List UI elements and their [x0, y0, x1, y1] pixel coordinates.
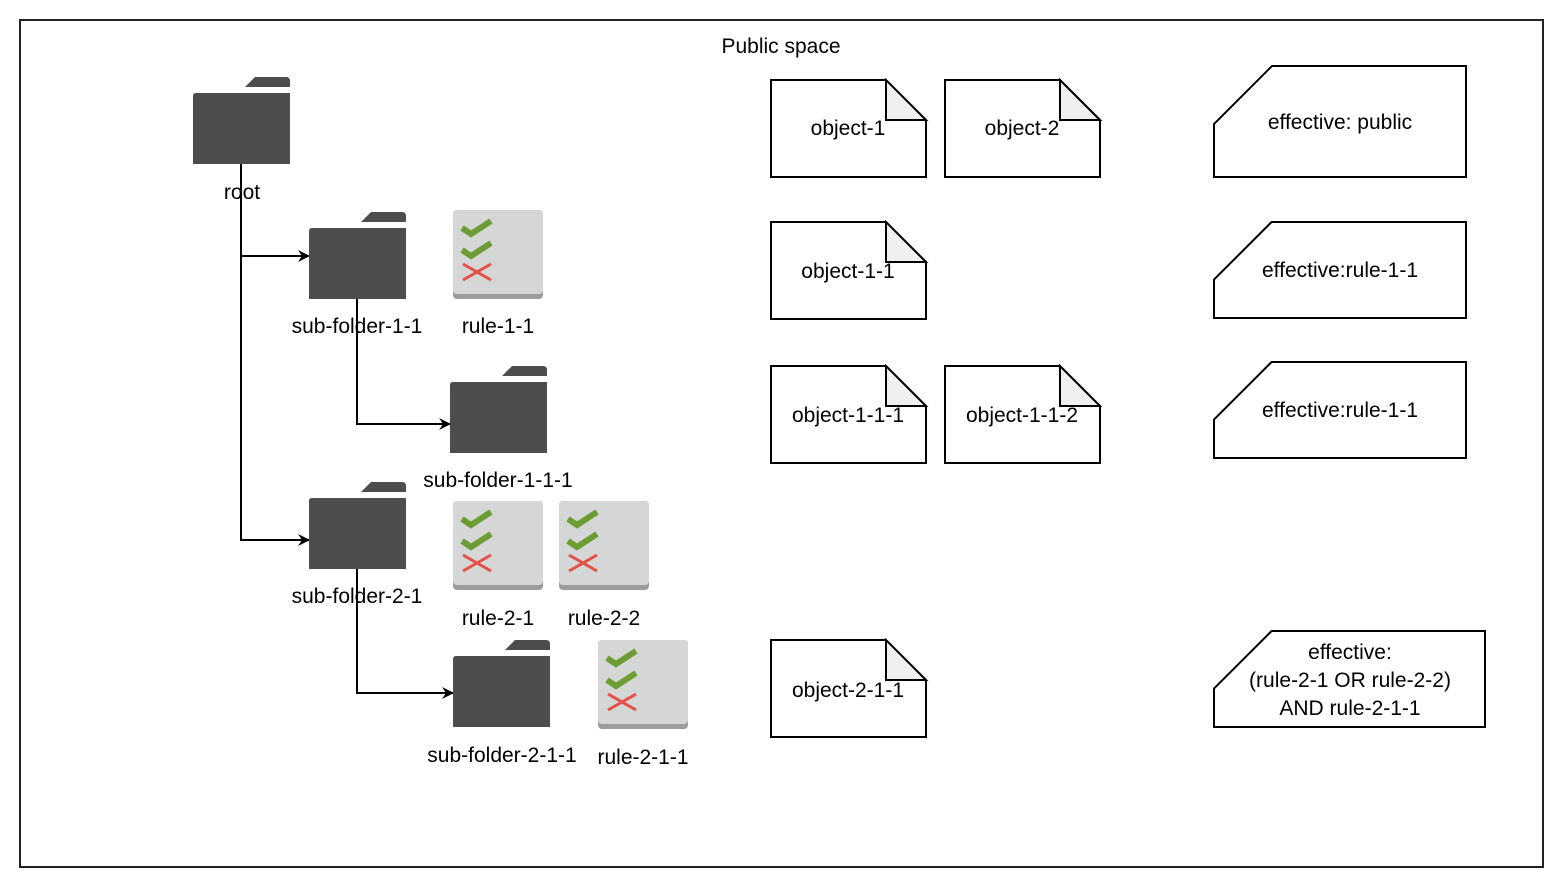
rule-checklist-icon — [453, 210, 543, 299]
object-note-shape — [770, 77, 929, 178]
effective-label: effective:rule-1-1 — [1261, 399, 1419, 422]
effective-line: AND rule-2-1-1 — [1279, 697, 1421, 720]
effective-card-shape — [1213, 630, 1486, 728]
object-note-shape — [944, 363, 1103, 464]
object-note-shape — [770, 219, 929, 320]
rule-label-rule-2-2: rule-2-2 — [567, 607, 641, 630]
folded-corner — [885, 363, 929, 407]
object-label: object-1-1-1 — [791, 404, 905, 427]
rule-checklist-icon — [453, 501, 543, 590]
effective-label-multiline: effective: (rule-2-1 OR rule-2-2) AND ru… — [1249, 639, 1451, 723]
check-icon — [605, 648, 638, 668]
check-icon — [566, 531, 599, 551]
effective-line: effective: — [1308, 641, 1392, 664]
effective-card-shape — [1213, 221, 1467, 319]
rule-label-rule-2-1-1: rule-2-1-1 — [597, 746, 689, 769]
edge-root-to-sub-folder-2-1 — [240, 164, 310, 546]
edge-sub-folder-2-1-to-sub-folder-2-1-1 — [356, 569, 454, 699]
object-label: object-2-1-1 — [791, 679, 905, 702]
effective-card-shape — [1213, 65, 1467, 178]
folded-corner — [885, 219, 929, 263]
rules-layer — [453, 210, 688, 729]
rule-checklist-icon — [559, 501, 649, 590]
check-icon — [460, 531, 493, 551]
cross-icon — [462, 553, 492, 573]
cross-icon — [568, 553, 598, 573]
effective-line: (rule-2-1 OR rule-2-2) — [1249, 669, 1451, 692]
diagram-title: Public space — [721, 35, 841, 58]
effective-label: effective: public — [1267, 111, 1413, 134]
rule-label-rule-1-1: rule-1-1 — [461, 315, 535, 338]
tree-edges — [240, 164, 454, 699]
cross-icon — [462, 262, 492, 282]
folded-corner — [885, 77, 929, 121]
object-label: object-1-1 — [801, 260, 895, 283]
folder-label-sub-folder-2-1-1: sub-folder-2-1-1 — [427, 744, 577, 767]
folder-label-sub-folder-1-1: sub-folder-1-1 — [291, 315, 423, 338]
objects-layer — [770, 77, 1103, 738]
object-note-shape — [770, 363, 929, 464]
effective-layer — [1213, 65, 1486, 728]
cross-icon — [607, 692, 637, 712]
folder-label-root: root — [223, 181, 261, 204]
edge-root-to-sub-folder-1-1 — [240, 164, 310, 262]
effective-card-shape — [1213, 361, 1467, 459]
folded-corner — [1059, 77, 1103, 121]
check-icon — [460, 240, 493, 260]
object-label: object-1 — [810, 117, 886, 140]
folder-icon — [309, 482, 406, 569]
folder-icon — [193, 77, 290, 164]
public-space-container — [19, 19, 1544, 868]
rule-checklist-icon — [598, 640, 688, 729]
check-icon — [605, 670, 638, 690]
folded-corner — [885, 637, 929, 681]
folder-icon — [450, 366, 547, 453]
folded-corner — [1059, 363, 1103, 407]
folder-label-sub-folder-1-1-1: sub-folder-1-1-1 — [423, 469, 573, 492]
object-note-shape — [770, 637, 929, 738]
check-icon — [566, 509, 599, 529]
object-note-shape — [944, 77, 1103, 178]
effective-label: effective:rule-1-1 — [1261, 259, 1419, 282]
object-label: object-2 — [984, 117, 1060, 140]
folder-icon — [453, 640, 550, 727]
check-icon — [460, 218, 493, 238]
rule-label-rule-2-1: rule-2-1 — [461, 607, 535, 630]
edge-sub-folder-1-1-to-sub-folder-1-1-1 — [356, 299, 451, 430]
folders-layer — [193, 77, 550, 727]
folder-icon — [309, 212, 406, 299]
object-label: object-1-1-2 — [965, 404, 1079, 427]
folder-label-sub-folder-2-1: sub-folder-2-1 — [291, 585, 423, 608]
check-icon — [460, 509, 493, 529]
